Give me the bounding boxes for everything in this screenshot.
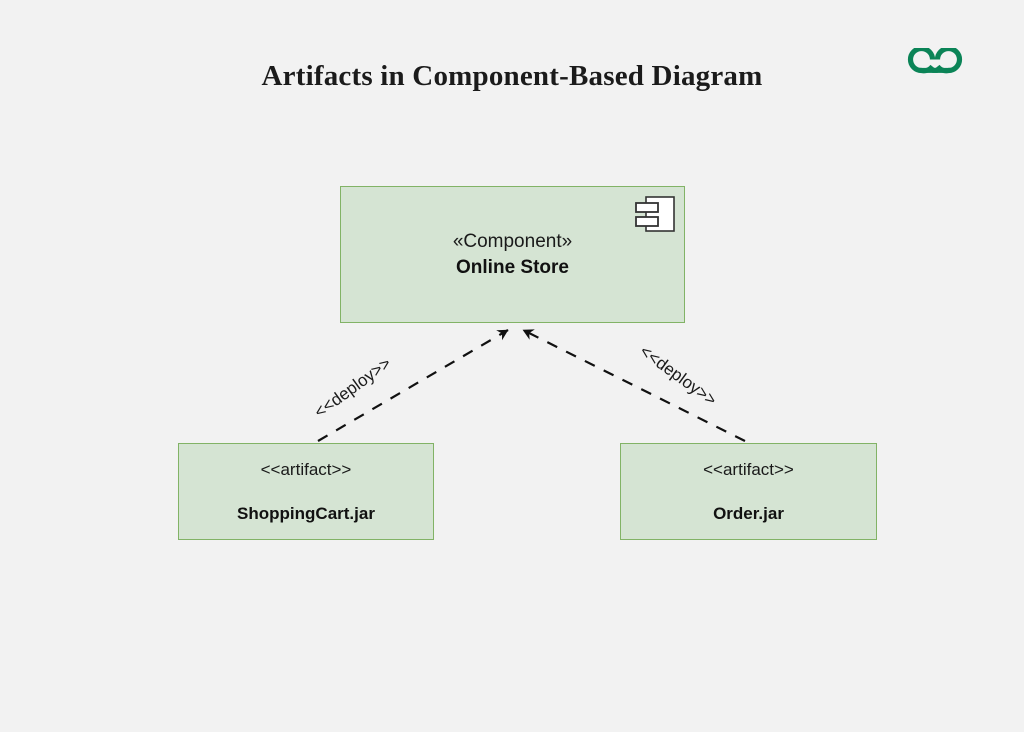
logo-bar-left [920,67,938,73]
page-title: Artifacts in Component-Based Diagram [261,60,763,92]
component-node-online-store[interactable]: «Component» Online Store [340,186,685,323]
logo-bar-right [932,67,950,73]
artifact-name: ShoppingCart.jar [237,503,375,523]
edge-label-deploy-shoppingcart: <<deploy>> [310,353,395,422]
uml-component-icon [634,195,676,233]
geeksforgeeks-logo [903,45,967,88]
logo-icon [907,45,963,74]
component-stereotype: «Component» [452,230,573,252]
artifact-node-order[interactable]: <<artifact>> Order.jar [620,443,877,540]
component-name: Online Store [456,256,569,278]
artifact-name: Order.jar [713,503,784,523]
artifact-stereotype: <<artifact>> [260,460,352,479]
artifact-stereotype: <<artifact>> [703,460,794,479]
deploy-edge-order [522,329,746,442]
edge-label-deploy-order: <<deploy>> [636,341,721,410]
artifact-node-shoppingcart[interactable]: <<artifact>> ShoppingCart.jar [178,443,434,540]
